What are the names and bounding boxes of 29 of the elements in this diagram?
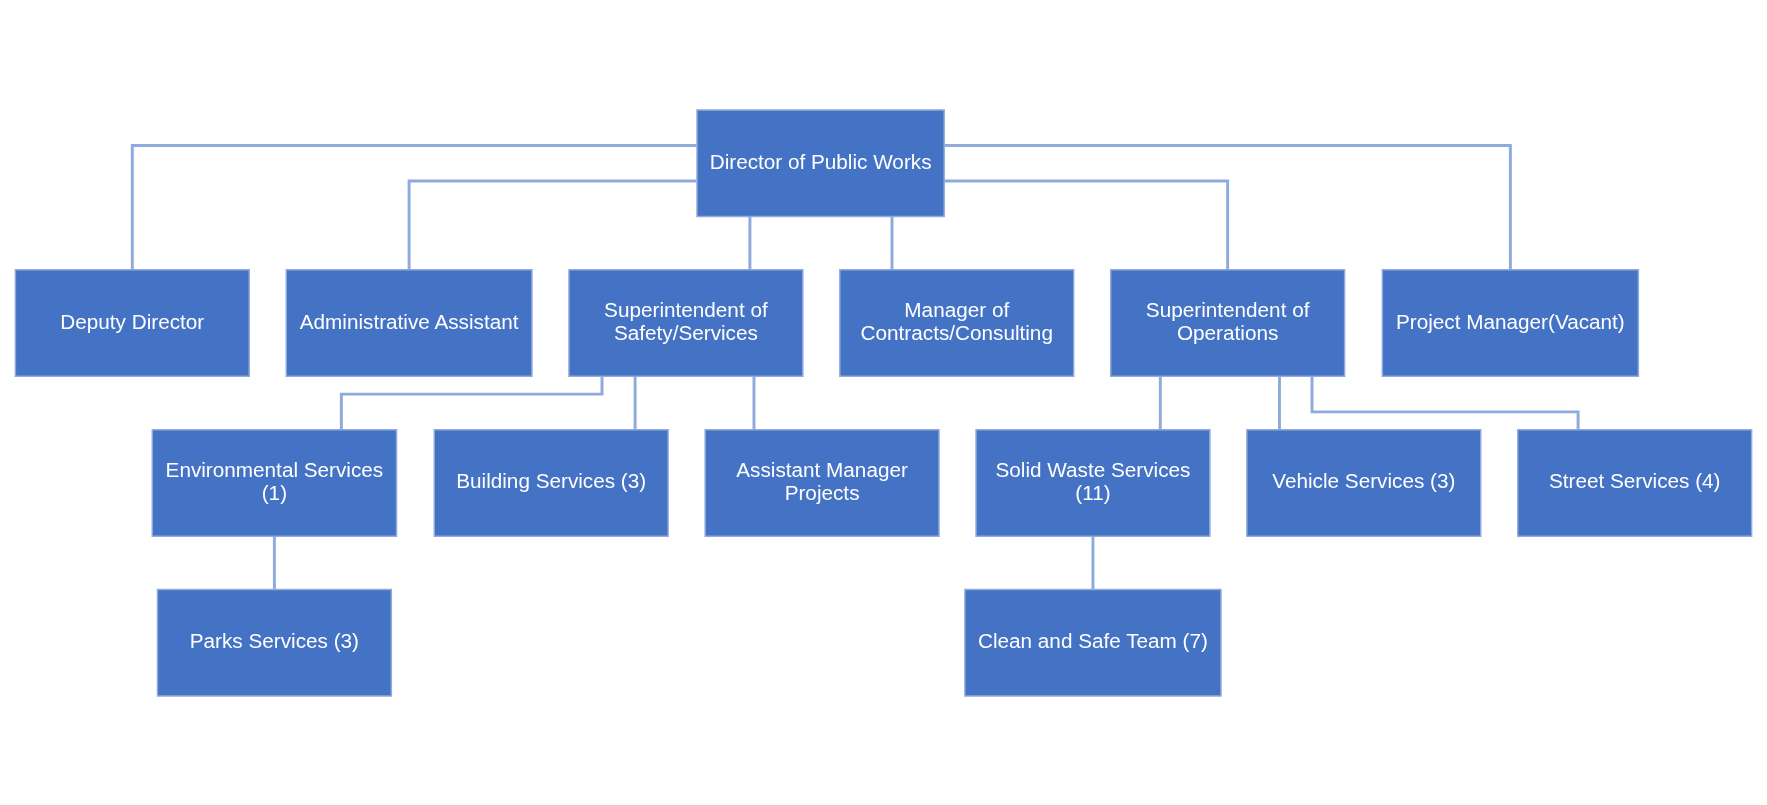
connector	[1158, 376, 1162, 429]
connector	[944, 143, 1512, 270]
node-box: Director of Public Works	[696, 108, 945, 217]
node-box: Environmental Services (1)	[151, 428, 398, 537]
node-box: Deputy Director	[14, 268, 250, 377]
node-box: Superintendent of Safety/Services	[568, 268, 804, 377]
node-box: Project Manager(Vacant)	[1381, 268, 1640, 377]
node-box: Parks Services (3)	[156, 588, 393, 697]
connector	[407, 179, 697, 270]
node-box: Solid Waste Services (11)	[975, 428, 1211, 537]
node-box: Manager of Contracts/Consulting	[839, 268, 1075, 377]
node-box: Vehicle Services (3)	[1246, 428, 1482, 537]
node-box: Clean and Safe Team (7)	[964, 588, 1222, 697]
node-box: Assistant Manager Projects	[704, 428, 940, 537]
connector	[272, 536, 276, 589]
node-box: Building Services (3)	[433, 428, 669, 537]
connector	[1310, 376, 1580, 429]
connector	[633, 376, 637, 429]
node-box: Administrative Assistant	[285, 268, 533, 377]
connector	[752, 376, 756, 429]
connector	[130, 143, 697, 270]
connector	[748, 216, 752, 269]
connector	[339, 376, 604, 429]
connector	[890, 216, 894, 269]
node-box: Street Services (4)	[1517, 428, 1753, 537]
connector	[944, 179, 1230, 270]
connector	[1091, 536, 1095, 589]
node-box: Superintendent of Operations	[1109, 268, 1346, 377]
connector	[1277, 376, 1281, 429]
